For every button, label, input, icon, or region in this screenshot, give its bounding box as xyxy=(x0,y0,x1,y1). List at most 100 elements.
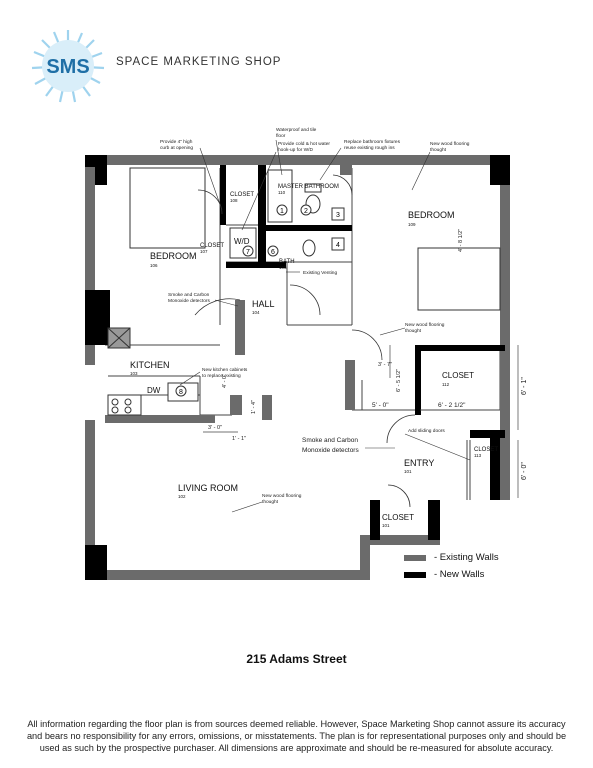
interior-wall-existing xyxy=(105,415,215,423)
room-number: 113 xyxy=(474,453,482,458)
toilet-icon xyxy=(302,183,322,257)
room-closet-108: CLOSET xyxy=(230,192,254,198)
dim-label: 1' - 1" xyxy=(232,436,246,442)
note-sliding: Add sliding doors xyxy=(408,428,445,434)
plan-notes: Provide 4" high curb at opening Waterpro… xyxy=(160,127,470,505)
bed-left xyxy=(129,167,206,249)
note-hookup: Provide cold & hot water xyxy=(278,141,330,147)
new-wall-swatch xyxy=(404,572,426,578)
fixture-markers: 1 2 3 4 6 7 8 xyxy=(175,204,345,397)
legend-existing-label: - Existing Walls xyxy=(434,552,499,563)
room-closet-113: CLOSET xyxy=(474,447,498,453)
column xyxy=(262,395,272,420)
note-flooring: New wood flooring xyxy=(430,141,470,147)
room-labels: BEDROOM 106 BEDROOM 109 CLOSET 108 CLOSE… xyxy=(130,184,498,528)
note-hookup: hook-up for W/D xyxy=(278,147,313,153)
sms-logo: SMS xyxy=(31,30,105,103)
note-flooring: thought xyxy=(262,499,279,505)
note-flooring: New wood flooring xyxy=(262,493,302,499)
wall-legend: - Existing Walls - New Walls xyxy=(404,552,564,586)
dim-label: 5' - 0" xyxy=(372,402,389,409)
dim-label: 6' - 2 1/2" xyxy=(438,402,466,409)
legend-existing: - Existing Walls xyxy=(404,552,564,566)
room-number: 108 xyxy=(230,198,238,203)
disclaimer: All information regarding the floor plan… xyxy=(26,719,567,753)
room-wd: W/D xyxy=(234,237,250,246)
room-living: LIVING ROOM xyxy=(178,483,238,493)
legend-new-label: - New Walls xyxy=(434,569,485,580)
note-cabinets: New kitchen cabinets xyxy=(202,367,248,373)
note-waterproof: Waterproof and tile xyxy=(276,127,317,133)
floor-plan: 1 2 3 4 6 7 8 BEDROOM 106 BEDROOM 109 CL… xyxy=(85,127,528,580)
room-number: 101 xyxy=(382,523,390,528)
marker-label: 8 xyxy=(179,389,183,396)
dim-label: 1' - 4" xyxy=(251,400,257,414)
dim-label: 4' - 8 1/2" xyxy=(458,229,464,252)
marker-label: 6 xyxy=(271,249,275,256)
dim-label: 3' - 7" xyxy=(378,362,392,368)
closet-wall xyxy=(415,345,505,351)
room-number: 102 xyxy=(178,494,186,499)
marker-label: 7 xyxy=(246,249,250,256)
room-closet-107: CLOSET xyxy=(200,243,224,249)
header: SMS SPACE MARKETING SHOP xyxy=(30,28,390,103)
note-fixtures: Replace bathroom fixtures xyxy=(344,139,401,145)
room-number: 107 xyxy=(200,249,208,254)
exterior-wall-west xyxy=(85,420,95,580)
note-curb: curb at opening xyxy=(160,145,193,151)
room-number: 105 xyxy=(279,265,287,270)
marker-label: 4 xyxy=(336,242,340,249)
exterior-wall-west xyxy=(85,155,95,365)
smoke-detector-note: Smoke and Carbon Monoxide detectors xyxy=(302,437,359,454)
room-bedroom-right: BEDROOM xyxy=(408,210,455,220)
bath-wall xyxy=(226,262,286,268)
note-leaders xyxy=(179,139,471,513)
exterior-wall-south xyxy=(85,570,370,580)
room-bath: BATH xyxy=(279,259,295,265)
note-smoke-main: Monoxide detectors xyxy=(302,447,359,454)
room-dw: DW xyxy=(147,386,161,395)
bath-wall xyxy=(262,225,352,231)
exterior-wall-north xyxy=(85,155,510,165)
brand-name: SPACE MARKETING SHOP xyxy=(116,56,282,68)
dimension-labels: 4' - 8 1/2" 3' - 7" 6' - 5 1/2" 5' - 0" … xyxy=(208,229,528,480)
room-hall: HALL xyxy=(252,299,275,309)
room-master-bath: MASTER BATHROOM xyxy=(278,184,339,190)
closet-wall xyxy=(490,430,500,500)
dim-label: 6' - 0" xyxy=(521,462,528,480)
wall-corner xyxy=(85,545,107,580)
note-flooring: thought xyxy=(405,328,422,334)
note-smoke-hall: Smoke and Carbon xyxy=(168,292,210,298)
door-swings xyxy=(194,174,416,508)
closet-wall xyxy=(415,345,421,415)
room-number: 112 xyxy=(442,382,450,387)
marker-label: 2 xyxy=(304,208,308,215)
closet-wall xyxy=(428,500,440,540)
stove-burners-icon xyxy=(111,398,132,414)
wall-stub xyxy=(85,290,110,345)
bed-right xyxy=(417,247,501,311)
closet-wall xyxy=(370,500,380,540)
room-entry: ENTRY xyxy=(404,458,434,468)
note-fixtures: reuse existing rough ins xyxy=(344,145,395,151)
closet-wall xyxy=(220,165,226,225)
room-number: 103 xyxy=(130,371,138,376)
note-curb: Provide 4" high xyxy=(160,139,193,145)
room-number: 110 xyxy=(278,190,286,195)
legend-new: - New Walls xyxy=(404,569,564,583)
room-bedroom-left: BEDROOM xyxy=(150,251,197,261)
dim-label: 3' - 0" xyxy=(208,425,222,431)
note-venting: Existing Venting xyxy=(303,270,337,276)
room-number: 104 xyxy=(252,310,260,315)
room-number: 109 xyxy=(408,222,416,227)
wall-stub xyxy=(340,165,352,175)
note-cabinets: to replace existing xyxy=(202,373,241,379)
column xyxy=(230,395,242,415)
wall-corner xyxy=(490,155,510,185)
closet-wall xyxy=(470,430,505,438)
dim-label: 6' - 1" xyxy=(521,377,528,395)
room-closet-101: CLOSET xyxy=(382,513,414,522)
exterior-wall-east xyxy=(500,155,510,500)
room-number: 101 xyxy=(404,469,412,474)
note-smoke-main: Smoke and Carbon xyxy=(302,437,358,444)
